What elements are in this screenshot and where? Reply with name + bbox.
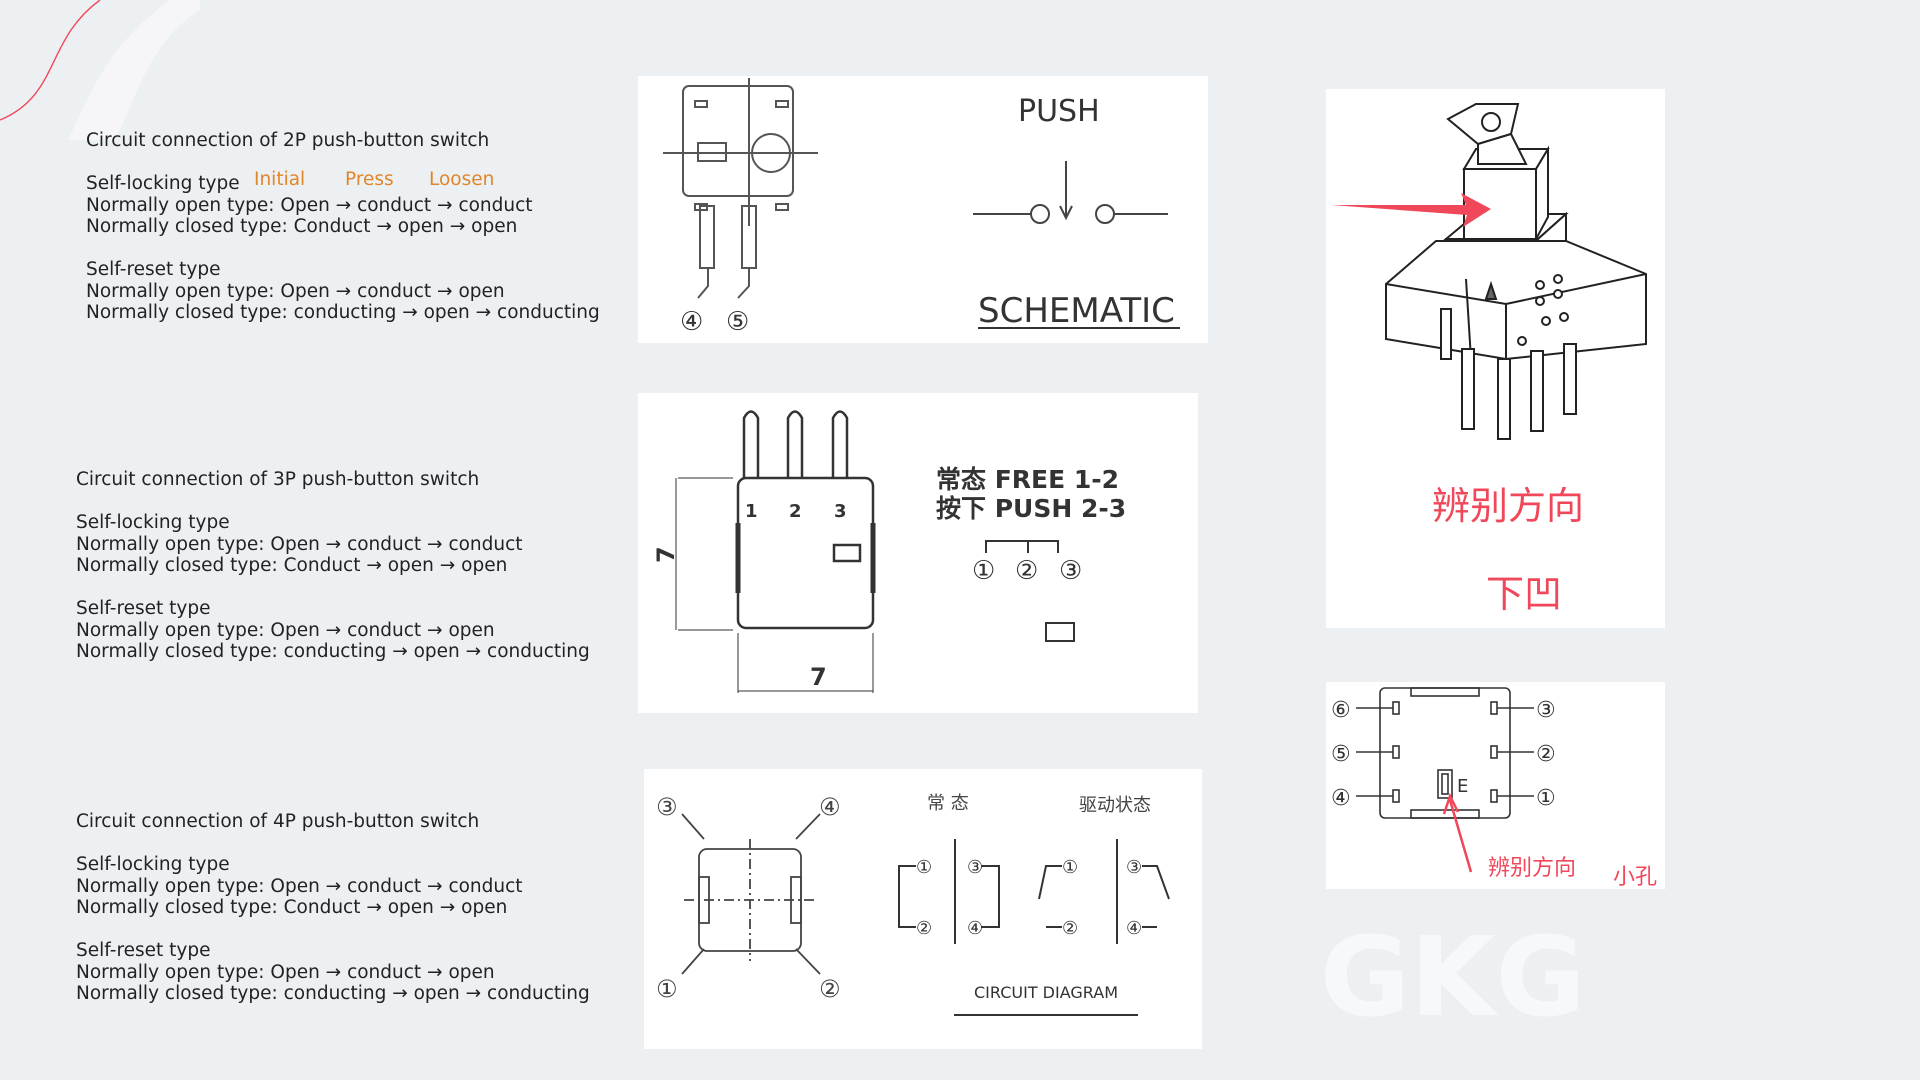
- svg-text:GKG: GKG: [1320, 920, 1586, 1030]
- normal-state-label: 常 态: [927, 793, 969, 814]
- diagram-4p: ③ ④ ① ② 常 态 驱动状态 ① ② ③ ④: [644, 769, 1202, 1049]
- self-locking-no: Normally open type: Open → conduct → con…: [76, 533, 523, 555]
- pin-6: ⑥: [1331, 698, 1351, 723]
- section-2p: Circuit connection of 2P push-button swi…: [86, 130, 600, 324]
- pin-2: 2: [789, 501, 802, 522]
- contact-pin-3b: ③: [1126, 857, 1142, 878]
- small-hole-label: 小孔: [1613, 865, 1657, 889]
- e-mark: E: [1457, 776, 1468, 797]
- dimension-height: 7: [652, 546, 680, 563]
- diagram-6p: ⑥ ⑤ ④ ③ ② ① E 辨别方向 小孔: [1326, 682, 1665, 889]
- identify-direction-label: 辨别方向: [1488, 856, 1576, 881]
- pin-4: ④: [1331, 786, 1351, 811]
- free-label: 常态 FREE 1-2: [936, 465, 1119, 494]
- push-label: 按下 PUSH 2-3: [936, 494, 1126, 523]
- corner-pin-3: ③: [656, 793, 678, 821]
- pin-label-4: ④: [680, 307, 703, 337]
- self-locking-no: Normally open type: Open → conduct → con…: [76, 875, 523, 897]
- self-locking-title: Self-locking type: [86, 173, 240, 194]
- state-initial: Initial: [254, 169, 306, 190]
- recess-label: 下凹: [1486, 572, 1562, 616]
- self-reset-no: Normally open type: Open → conduct → ope…: [86, 280, 505, 302]
- pin-2: ②: [1536, 742, 1556, 767]
- diagram-4p-drawing: ③ ④ ① ② 常 态 驱动状态 ① ② ③ ④: [656, 793, 1170, 1016]
- self-locking-title: Self-locking type: [76, 512, 230, 533]
- section-3p: Circuit connection of 3P push-button swi…: [76, 469, 590, 663]
- section-title: Circuit connection of 4P push-button swi…: [76, 811, 480, 832]
- contact-pin-1b: ①: [1062, 857, 1078, 878]
- section-title: Circuit connection of 3P push-button swi…: [76, 469, 480, 490]
- watermark-logo: GKG: [1320, 920, 1586, 1030]
- self-reset-title: Self-reset type: [86, 259, 221, 280]
- self-reset-nc: Normally closed type: conducting → open …: [76, 983, 590, 1004]
- diagram-3p-drawing: 1 2 3 7 7 常态 FREE 1-2 按下 PUSH 2-3 ① ② ③: [652, 410, 1126, 693]
- product-photo: 辨别方向 下凹: [1326, 89, 1665, 628]
- circle-pin-1: ①: [972, 556, 995, 586]
- circle-pin-2: ②: [1015, 556, 1038, 586]
- schematic-label: SCHEMATIC: [978, 291, 1175, 331]
- self-locking-title: Self-locking type: [76, 854, 230, 875]
- self-reset-no: Normally open type: Open → conduct → ope…: [76, 619, 495, 641]
- pin-3: 3: [834, 501, 847, 522]
- contact-pin-3: ③: [967, 857, 983, 878]
- self-reset-title: Self-reset type: [76, 598, 211, 619]
- driven-state-label: 驱动状态: [1079, 795, 1151, 816]
- diagram-6p-drawing: ⑥ ⑤ ④ ③ ② ① E 辨别方向 小孔: [1331, 687, 1657, 889]
- corner-pin-4: ④: [819, 793, 841, 821]
- self-reset-no: Normally open type: Open → conduct → ope…: [76, 961, 495, 983]
- pin-1: 1: [745, 501, 758, 522]
- self-reset-nc: Normally closed type: conducting → open …: [86, 302, 600, 323]
- contact-pin-1: ①: [916, 857, 932, 878]
- contact-pin-4: ④: [967, 918, 983, 939]
- self-locking-nc: Normally closed type: Conduct → open → o…: [86, 216, 518, 237]
- section-title: Circuit connection of 2P push-button swi…: [86, 130, 490, 151]
- contact-pin-2: ②: [916, 918, 932, 939]
- dimension-width: 7: [810, 663, 827, 691]
- switch-illustration: 辨别方向 下凹: [1331, 103, 1647, 616]
- pin-5: ⑤: [1331, 742, 1351, 767]
- self-locking-no: Normally open type: Open → conduct → con…: [86, 194, 533, 216]
- corner-pin-2: ②: [819, 975, 841, 1003]
- self-reset-nc: Normally closed type: conducting → open …: [76, 641, 590, 662]
- diagram-2p: ④ ⑤ PUSH SCHEMATIC: [638, 76, 1208, 343]
- contact-pin-2b: ②: [1062, 918, 1078, 939]
- self-reset-title: Self-reset type: [76, 940, 211, 961]
- state-loosen: Loosen: [429, 169, 495, 190]
- self-locking-nc: Normally closed type: Conduct → open → o…: [76, 897, 508, 918]
- pin-1: ①: [1536, 786, 1556, 811]
- identify-direction-label: 辨别方向: [1432, 484, 1584, 528]
- circuit-diagram-label: CIRCUIT DIAGRAM: [974, 983, 1118, 1002]
- push-label: PUSH: [1018, 94, 1100, 129]
- circle-pin-3: ③: [1059, 556, 1082, 586]
- contact-pin-4b: ④: [1126, 918, 1142, 939]
- self-locking-nc: Normally closed type: Conduct → open → o…: [76, 555, 508, 576]
- diagram-3p: 1 2 3 7 7 常态 FREE 1-2 按下 PUSH 2-3 ① ② ③: [638, 393, 1198, 713]
- pin-3: ③: [1536, 698, 1556, 723]
- diagram-2p-drawing: ④ ⑤ PUSH SCHEMATIC: [663, 78, 1180, 337]
- decorative-swirl: [0, 0, 200, 140]
- section-4p: Circuit connection of 4P push-button swi…: [76, 811, 590, 1005]
- state-press: Press: [345, 169, 394, 190]
- corner-pin-1: ①: [656, 975, 678, 1003]
- pin-label-5: ⑤: [726, 307, 749, 337]
